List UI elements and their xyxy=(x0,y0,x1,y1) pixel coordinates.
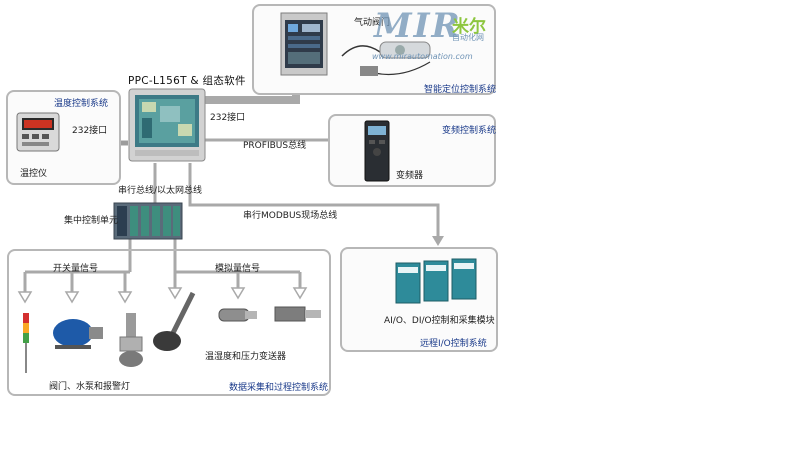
watermark-cn: 米尔 xyxy=(452,17,486,37)
watermark-sub: 自动化网 xyxy=(452,33,484,42)
humidity-sensor-icon xyxy=(274,306,321,322)
sensors-label: 温湿度和压力变送器 xyxy=(205,352,287,362)
temperature-controller-icon xyxy=(16,112,60,152)
remote-io-title: 远程I/O控制系统 xyxy=(420,339,487,349)
temperature-control-box: 温度控制系统 温控仪 xyxy=(6,90,121,185)
pneumatic-valve-label: 气动阀门 xyxy=(354,18,391,28)
central-unit-label: 集中控制单元 xyxy=(64,216,119,226)
link-modbus xyxy=(188,163,440,240)
inverter-icon xyxy=(364,120,390,182)
center-title: PPC-L156T & 组态软件 xyxy=(128,75,246,87)
rs232-right-label: 232接口 xyxy=(210,113,246,123)
temperature-control-title: 温度控制系统 xyxy=(54,99,109,109)
data-acquisition-title: 数据采集和过程控制系统 xyxy=(229,383,329,393)
pneumatic-valve-icon xyxy=(341,41,431,76)
io-modules-label: AI/O、DI/O控制和采集模块 xyxy=(384,316,495,326)
inverter-label: 变频器 xyxy=(396,171,424,181)
remote-io-box: AI/O、DI/O控制和采集模块 远程I/O控制系统 xyxy=(340,247,498,352)
water-pump-icon xyxy=(53,319,103,349)
inverter-control-title: 变频控制系统 xyxy=(442,126,497,136)
inverter-control-box: 变频控制系统 变频器 xyxy=(328,114,496,187)
central-control-unit-icon xyxy=(113,202,183,240)
io-modules-icon xyxy=(395,258,477,304)
control-cabinet-icon xyxy=(280,12,328,76)
digital-signal-label: 开关量信号 xyxy=(53,264,99,274)
serial-ethernet-label: 串行总线/以太网总线 xyxy=(118,186,203,196)
positioner-control-box: 气动阀门 智能定位控制系统 xyxy=(252,4,496,95)
arrow-down-icon xyxy=(432,236,444,246)
analog-signal-label: 模拟量信号 xyxy=(215,264,261,274)
alarm-light-icon xyxy=(23,313,29,373)
temperature-controller-label: 温控仪 xyxy=(20,169,48,179)
valve-icon xyxy=(119,313,143,367)
positioner-control-title: 智能定位控制系统 xyxy=(424,85,497,95)
modbus-label: 串行MODBUS现场总线 xyxy=(243,211,338,221)
actuators-label: 阀门、水泵和报警灯 xyxy=(49,382,131,392)
data-acquisition-box: 开关量信号 模拟量信号 阀门、水泵和报警灯 温湿度和压力变送器 数据采集和过程控… xyxy=(7,249,331,396)
rs232-left-label: 232接口 xyxy=(72,126,108,136)
watermark-url: www.mirautomation.com xyxy=(372,52,473,61)
pressure-transmitter-icon xyxy=(218,308,257,322)
profibus-label: PROFIBUS总线 xyxy=(243,141,307,151)
watermark-brand: MIR xyxy=(374,6,462,46)
temperature-sensor-icon xyxy=(153,291,196,351)
industrial-pc-icon xyxy=(128,88,206,162)
